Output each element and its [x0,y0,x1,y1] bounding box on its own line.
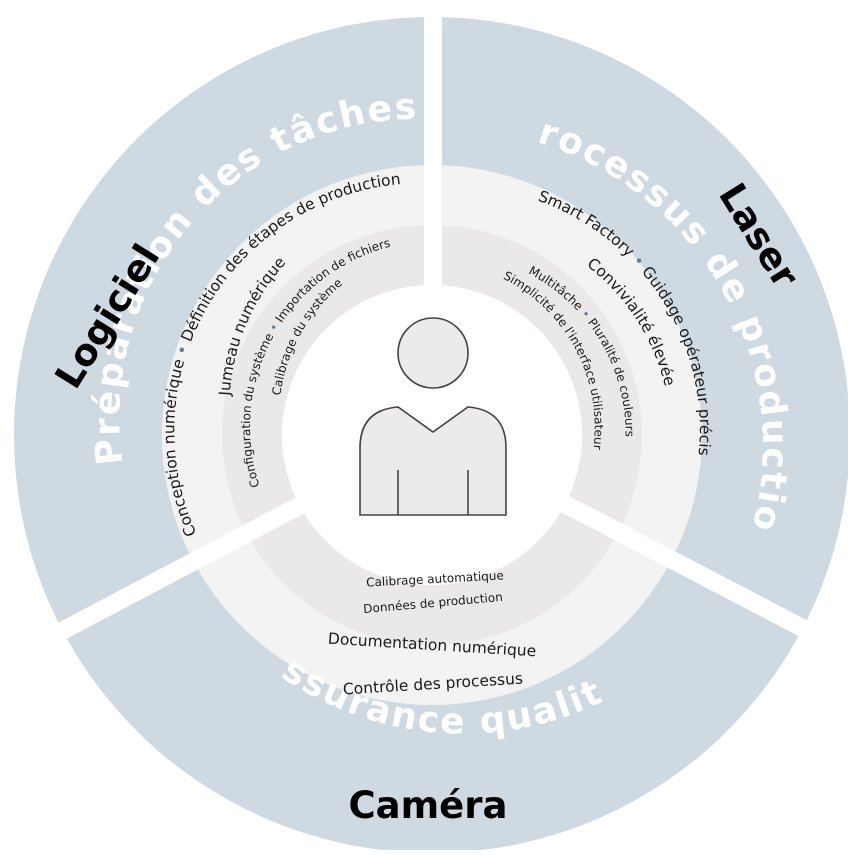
category-label-camera: Caméra [349,784,508,827]
bullet-dot: • [171,338,194,362]
person-icon [359,317,507,516]
bullet-dot: • [264,317,284,337]
